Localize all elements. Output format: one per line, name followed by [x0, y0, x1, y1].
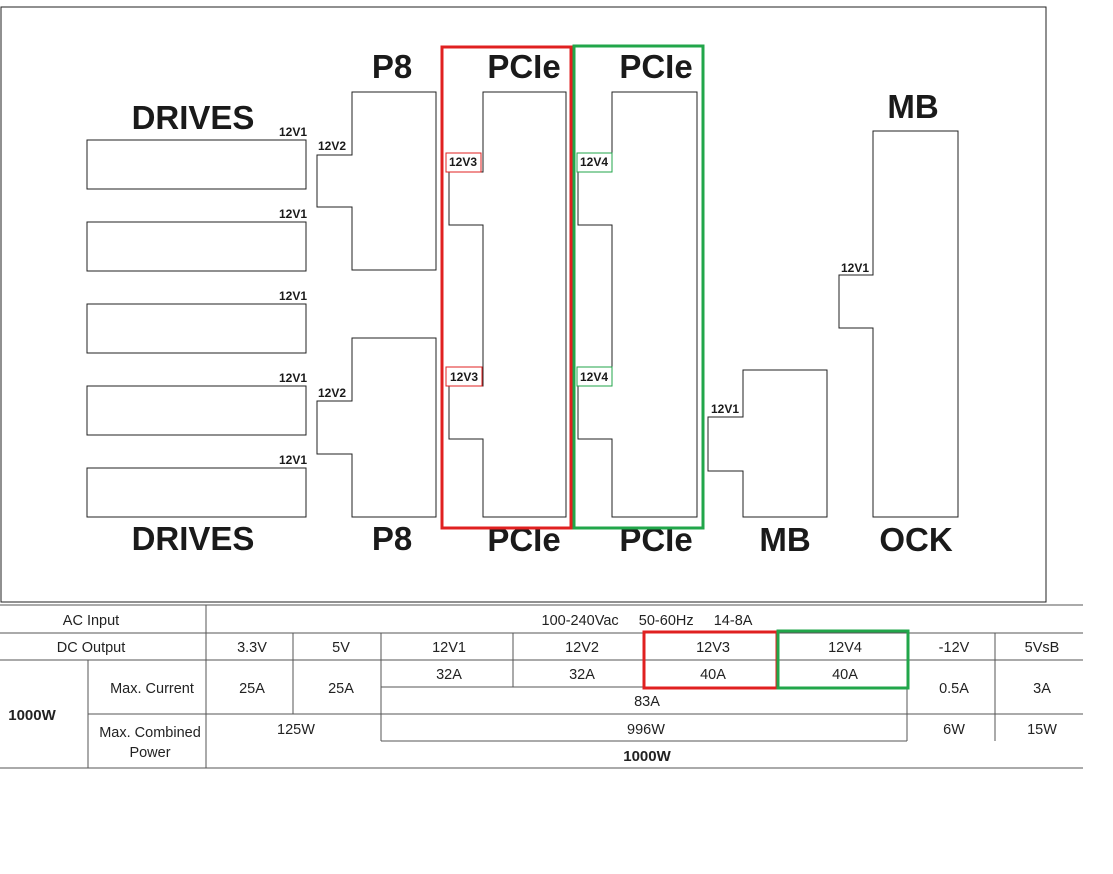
rail-label-drive4: 12V1 [279, 371, 307, 385]
current-5v: 25A [328, 681, 354, 697]
rail-box-12v3-top [445, 152, 482, 173]
dc-output-label: DC Output [57, 640, 126, 656]
output-12v1: 12V1 [432, 640, 466, 656]
diagram-frame [0, 6, 1047, 603]
spec-table [0, 604, 1083, 769]
output-5vsb: 5VsB [1025, 640, 1060, 656]
current-12v3: 40A [700, 667, 726, 683]
mb-connector-large [838, 130, 959, 518]
power-5vsb: 15W [1027, 722, 1057, 738]
drive-connector-4 [86, 385, 307, 436]
label-mb-bottom: MB [759, 521, 810, 558]
rail-box-12v4-bottom [576, 366, 613, 387]
label-mb-top: MB [887, 88, 938, 125]
power-neg12v: 6W [943, 722, 965, 738]
current-12v-combined: 83A [634, 694, 660, 710]
rail-label-mb-big: 12V1 [841, 261, 869, 275]
output-12v4: 12V4 [828, 640, 862, 656]
label-pcie-b-top: PCIe [619, 48, 692, 85]
rail-box-12v4-top [576, 152, 613, 173]
current-neg12v: 0.5A [939, 681, 969, 697]
output-12v3: 12V3 [696, 640, 730, 656]
power-12v: 996W [627, 722, 665, 738]
power-low-volt: 125W [277, 722, 315, 738]
model-label: 1000W [8, 707, 56, 724]
output-12v2: 12V2 [565, 640, 599, 656]
rail-label-drive3: 12V1 [279, 289, 307, 303]
rail-label-drive2: 12V1 [279, 207, 307, 221]
rail-label-pcie-a-top: 12V3 [449, 155, 477, 169]
drive-connector-1 [86, 139, 307, 190]
output-neg12v: -12V [939, 640, 970, 656]
current-12v2: 32A [569, 667, 595, 683]
drive-connector-3 [86, 303, 307, 354]
label-drives-top: DRIVES [132, 99, 255, 136]
ac-input-value: 100-240Vac 50-60Hz 14-8A [542, 613, 753, 629]
rail-label-pcie-b-top: 12V4 [580, 155, 608, 169]
rail-label-p8-bottom: 12V2 [318, 386, 346, 400]
max-power-label-line2: Power [129, 745, 170, 761]
max-power-label-line1: Max. Combined [99, 725, 201, 741]
output-3v3: 3.3V [237, 640, 267, 656]
rail-label-drive1: 12V1 [279, 125, 307, 139]
label-p8-bottom: P8 [372, 520, 412, 557]
current-5vsb: 3A [1033, 681, 1051, 697]
rail-label-pcie-b-bottom: 12V4 [580, 370, 608, 384]
current-3v3: 25A [239, 681, 265, 697]
label-drives-bottom: DRIVES [132, 520, 255, 557]
drive-connector-5 [86, 467, 307, 518]
ac-input-label: AC Input [63, 613, 119, 629]
p8-connector-bottom [316, 337, 437, 518]
current-12v4: 40A [832, 667, 858, 683]
rail-label-mb-small: 12V1 [711, 402, 739, 416]
mb-connector-small [707, 369, 828, 518]
highlight-12v3 [440, 45, 573, 530]
label-ock: OCK [879, 521, 953, 558]
table-highlight-12v4 [776, 629, 910, 690]
rail-label-p8-top: 12V2 [318, 139, 346, 153]
power-total: 1000W [623, 748, 671, 765]
label-pcie-a-top: PCIe [487, 48, 560, 85]
current-12v1: 32A [436, 667, 462, 683]
drive-connector-2 [86, 221, 307, 272]
max-current-label: Max. Current [110, 681, 194, 697]
p8-connector-top [316, 91, 437, 271]
label-p8-top: P8 [372, 48, 412, 85]
rail-box-12v3-bottom [445, 366, 483, 387]
output-5v: 5V [332, 640, 350, 656]
rail-label-drive5: 12V1 [279, 453, 307, 467]
highlight-12v4 [572, 44, 705, 530]
rail-label-pcie-a-bottom: 12V3 [450, 370, 478, 384]
